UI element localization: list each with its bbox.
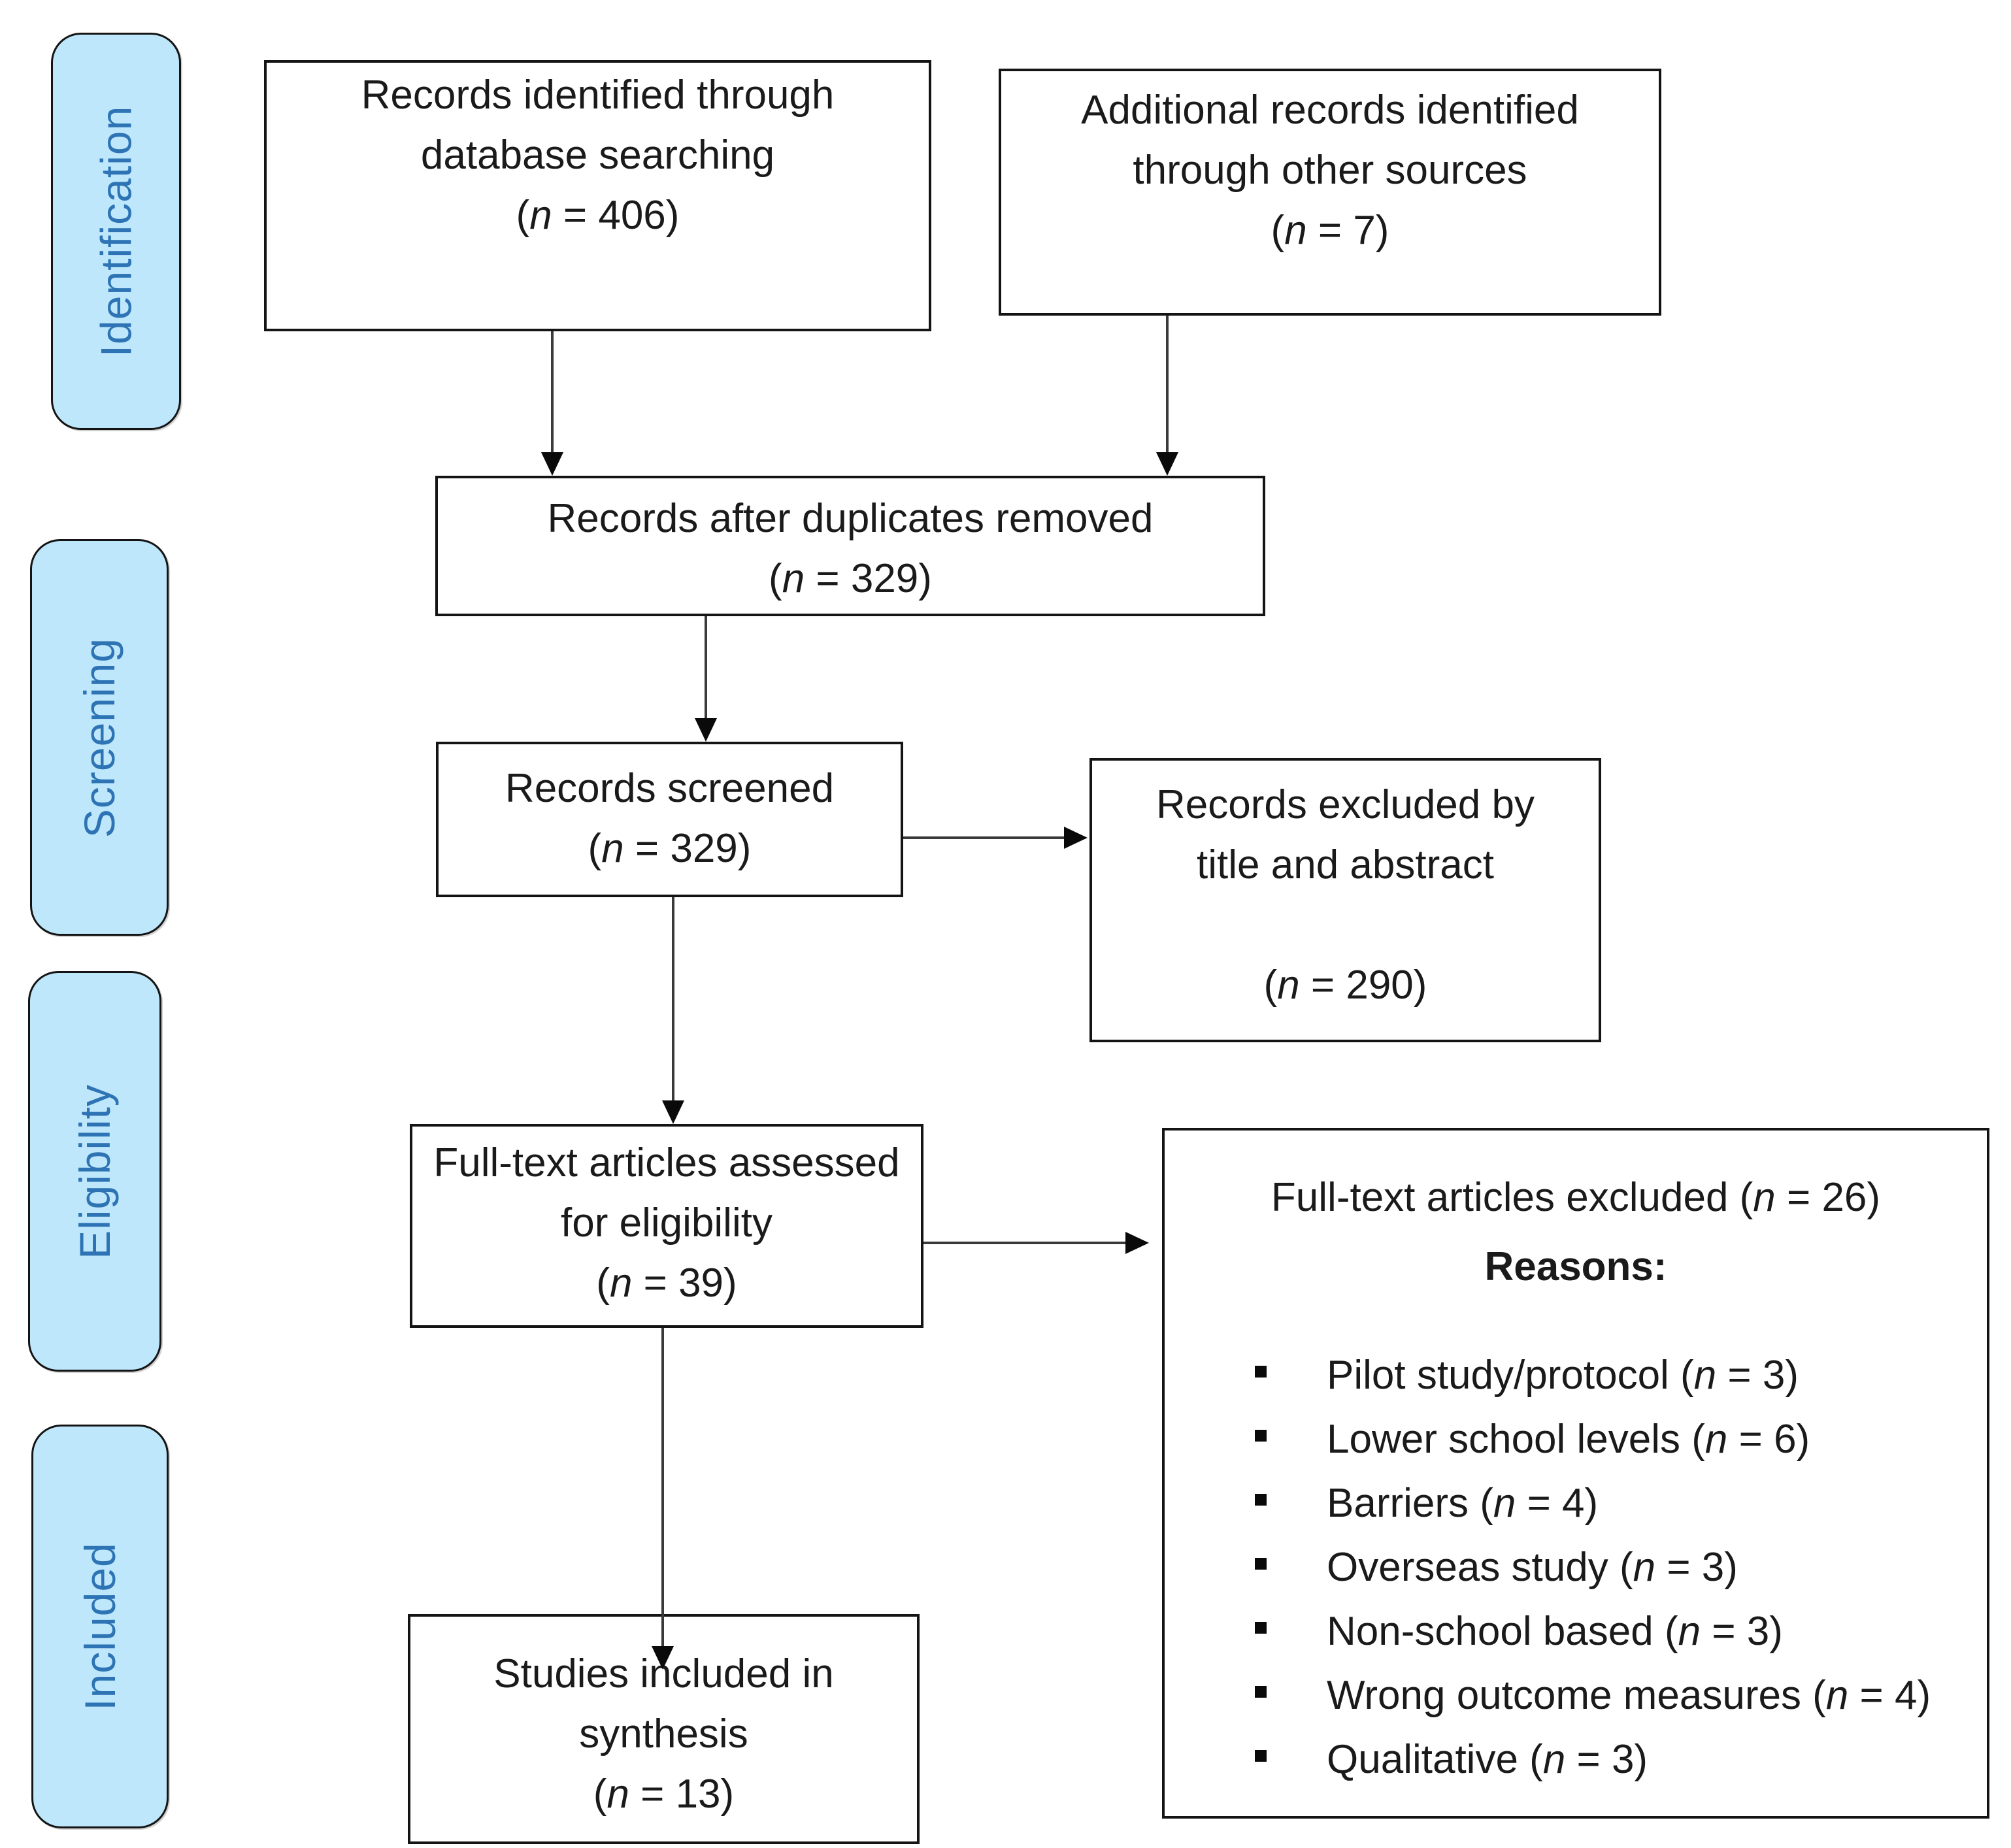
arrowhead-down-icon bbox=[652, 1646, 674, 1670]
connector-screened-to-fulltext bbox=[672, 897, 674, 1102]
box-text-line: (n = 13) bbox=[593, 1772, 735, 1817]
exclusion-reason-text: Pilot study/protocol (n = 3) bbox=[1327, 1353, 1799, 1398]
box-fulltext-assessed: Full-text articles assessed for eligibili… bbox=[410, 1124, 923, 1328]
exclusion-reason: Pilot study/protocol (n = 3) bbox=[1255, 1344, 1987, 1408]
stage-eligibility: Eligibility bbox=[28, 971, 161, 1372]
box-records-screened: Records screened (n = 329) bbox=[436, 742, 903, 897]
exclusion-reason: Lower school levels (n = 6) bbox=[1255, 1408, 1987, 1472]
arrowhead-right-icon bbox=[1064, 827, 1088, 849]
box-fulltext-excluded: Full-text articles excluded (n = 26) Rea… bbox=[1162, 1128, 1989, 1819]
reasons-heading: Reasons: bbox=[1484, 1244, 1667, 1289]
exclusion-reason-text: Overseas study (n = 3) bbox=[1327, 1545, 1738, 1590]
box-text-line: (n = 329) bbox=[769, 556, 932, 601]
arrowhead-down-icon bbox=[695, 718, 717, 742]
box-text-line: database searching bbox=[420, 133, 775, 178]
arrowhead-down-icon bbox=[1156, 452, 1178, 476]
arrowhead-right-icon bbox=[1125, 1232, 1149, 1254]
stage-identification-label: Identification bbox=[91, 105, 141, 357]
exclusion-reason: Overseas study (n = 3) bbox=[1255, 1536, 1987, 1600]
exclusion-reason: Non-school based (n = 3) bbox=[1255, 1600, 1987, 1664]
box-text-line: (n = 7) bbox=[1271, 208, 1389, 253]
bullet-square-icon bbox=[1255, 1686, 1267, 1698]
bullet-square-icon bbox=[1255, 1430, 1267, 1442]
exclusion-reason: Barriers (n = 4) bbox=[1255, 1472, 1987, 1536]
box-text-line: Full-text articles assessed bbox=[433, 1140, 900, 1185]
box-text-line: Additional records identified bbox=[1081, 88, 1579, 133]
exclusion-reason-text: Lower school levels (n = 6) bbox=[1327, 1417, 1810, 1462]
box-text-line: Records after duplicates removed bbox=[547, 496, 1154, 541]
bullet-square-icon bbox=[1255, 1750, 1267, 1762]
box-text-line: (n = 329) bbox=[588, 826, 752, 871]
box-text-line: for eligibility bbox=[561, 1200, 773, 1246]
box-text-line: synthesis bbox=[579, 1711, 748, 1757]
connector-fulltext-to-included bbox=[661, 1328, 664, 1647]
arrowhead-down-icon bbox=[662, 1100, 684, 1124]
stage-eligibility-label: Eligibility bbox=[71, 1083, 119, 1259]
exclusion-reason: Qualitative (n = 3) bbox=[1255, 1728, 1987, 1792]
box-text-line: Records screened bbox=[505, 766, 835, 811]
bullet-square-icon bbox=[1255, 1366, 1267, 1378]
box-duplicates-removed: Records after duplicates removed (n = 329… bbox=[435, 476, 1265, 616]
box-records-excluded: Records excluded by title and abstract (n… bbox=[1089, 758, 1601, 1042]
connector-duplicates-to-screened bbox=[705, 616, 707, 719]
exclusion-reason-text: Barriers (n = 4) bbox=[1327, 1481, 1599, 1526]
box-text-line: (n = 406) bbox=[516, 193, 680, 238]
box-text-line: through other sources bbox=[1133, 148, 1527, 193]
stage-screening-label: Screening bbox=[75, 637, 124, 838]
box-text-line bbox=[1092, 895, 1599, 955]
connector-fulltext-to-excluded bbox=[923, 1242, 1127, 1244]
exclusion-reason: Wrong outcome measures (n = 4) bbox=[1255, 1664, 1987, 1728]
stage-included-label: Included bbox=[76, 1542, 124, 1711]
exclusion-reason-list: Pilot study/protocol (n = 3) Lower school… bbox=[1165, 1344, 1987, 1792]
bullet-square-icon bbox=[1255, 1622, 1267, 1634]
fulltext-excluded-title: Full-text articles excluded (n = 26) bbox=[1271, 1175, 1881, 1220]
box-text-line: (n = 39) bbox=[596, 1261, 737, 1306]
bullet-square-icon bbox=[1255, 1494, 1267, 1506]
box-text-line: Records identified through bbox=[361, 73, 835, 118]
exclusion-reason-text: Wrong outcome measures (n = 4) bbox=[1327, 1673, 1931, 1718]
box-additional-records: Additional records identified through oth… bbox=[999, 69, 1661, 316]
stage-screening: Screening bbox=[30, 539, 169, 936]
exclusion-reason-text: Non-school based (n = 3) bbox=[1327, 1609, 1783, 1654]
bullet-square-icon bbox=[1255, 1558, 1267, 1570]
box-records-identified: Records identified through database searc… bbox=[264, 60, 931, 331]
connector-identified-to-duplicates bbox=[551, 331, 554, 454]
box-text-line: Records excluded by bbox=[1156, 782, 1535, 827]
exclusion-reason-text: Qualitative (n = 3) bbox=[1327, 1737, 1648, 1782]
box-text-line: (n = 290) bbox=[1263, 963, 1427, 1008]
stage-identification: Identification bbox=[51, 33, 181, 430]
arrowhead-down-icon bbox=[541, 452, 563, 476]
connector-screened-to-excluded bbox=[903, 836, 1065, 839]
stage-included: Included bbox=[31, 1425, 169, 1828]
connector-additional-to-duplicates bbox=[1166, 316, 1169, 454]
box-text-line: title and abstract bbox=[1197, 842, 1494, 887]
